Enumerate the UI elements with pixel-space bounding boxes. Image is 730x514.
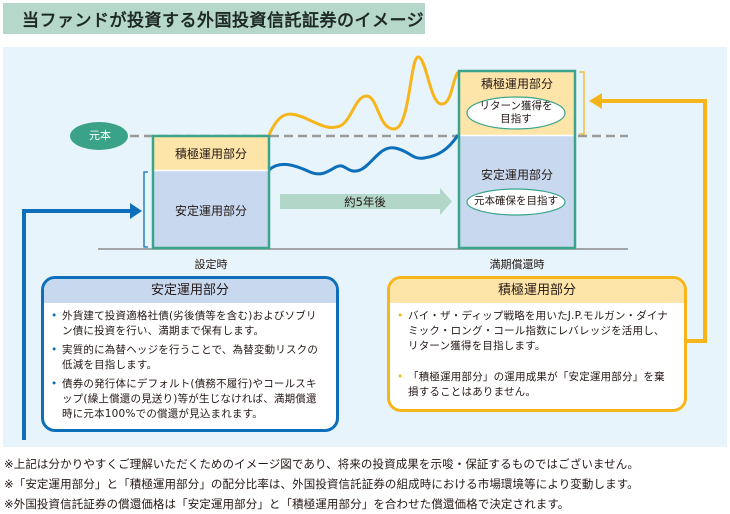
maturity-stable-label: 安定運用部分 — [480, 168, 553, 182]
maturity-active-label: 積極運用部分 — [480, 77, 553, 91]
setup-active-block — [153, 136, 269, 170]
list-item: •バイ・ザ・ディップ戦略を用いたJ.P.モルガン・ダイナミック・ロング・コール指… — [397, 310, 669, 352]
return-goal-label: リターン獲得を 目指す — [467, 100, 565, 126]
list-item: •「積極運用部分」の運用成果が「安定運用部分」を棄損することはありません。 — [397, 371, 665, 398]
setup-stable-label: 安定運用部分 — [174, 204, 247, 218]
active-growth-line — [267, 55, 460, 136]
return-goal-line-1: リターン獲得を — [479, 100, 553, 112]
list-item: •外貨建て投資適格社債(劣後債等を含む)およびソブリン債に投資を行い、満期まで保… — [51, 310, 317, 337]
bullet-icon: • — [51, 378, 58, 390]
footnotes: ※上記は分かりやすくご理解いただくためのイメージ図であり、将来の投資成果を示唆・… — [4, 454, 730, 514]
period-arrow — [280, 188, 452, 215]
active-arrow-head — [589, 93, 602, 109]
footnote: ※外国投資信託証券の償還価格は「安定運用部分」と「積極運用部分」を合わせた償還価… — [4, 497, 570, 511]
list-item: •債券の発行体にデフォルト(債務不履行)やコールスキップ(繰上償還の見送り)等が… — [51, 378, 317, 420]
principal-goal-label: 元本確保を目指す — [474, 195, 558, 207]
active-info-box: 積極運用部分 •バイ・ザ・ディップ戦略を用いたJ.P.モルガン・ダイナミック・ロ… — [387, 276, 687, 412]
setup-active-label: 積極運用部分 — [174, 147, 247, 161]
return-goal-line-2: 目指す — [500, 113, 532, 125]
bullet-icon: • — [397, 310, 404, 322]
setup-box-border — [151, 134, 271, 250]
return-goal-oval — [466, 96, 566, 130]
stable-arrow-head — [130, 203, 142, 219]
maturity-time-label: 満期償還時 — [489, 258, 545, 271]
active-info-heading: 積極運用部分 — [390, 279, 684, 303]
page-title: 当ファンドが投資する外国投資信託証券のイメージ — [22, 11, 425, 31]
stable-growth-line — [267, 134, 460, 176]
stable-info-heading: 安定運用部分 — [44, 279, 336, 303]
principal-goal-oval — [466, 188, 566, 216]
period-label: 約5年後 — [344, 195, 386, 209]
maturity-box-border — [457, 69, 577, 250]
active-feedback-arrow — [600, 99, 707, 343]
stable-bracket — [143, 171, 148, 248]
bullet-icon: • — [397, 371, 404, 383]
footnote: ※「安定運用部分」と「積極運用部分」の配分比率は、外国投資信託証券の組成時におけ… — [4, 477, 639, 491]
active-bracket — [579, 71, 585, 135]
list-item: •実質的に為替ヘッジを行うことで、為替変動リスクの低減を目指します。 — [51, 344, 319, 371]
active-info-list: •バイ・ザ・ディップ戦略を用いたJ.P.モルガン・ダイナミック・ロング・コール指… — [390, 303, 684, 400]
stable-feedback-arrow — [22, 209, 132, 440]
bullet-icon: • — [51, 310, 58, 322]
stable-info-box: 安定運用部分 •外貨建て投資適格社債(劣後債等を含む)およびソブリン債に投資を行… — [41, 276, 339, 432]
footnote: ※上記は分かりやすくご理解いただくためのイメージ図であり、将来の投資成果を示唆・… — [4, 457, 639, 471]
bullet-icon: • — [51, 344, 58, 356]
title-bar — [3, 3, 425, 34]
stable-info-list: •外貨建て投資適格社債(劣後債等を含む)およびソブリン債に投資を行い、満期まで保… — [44, 303, 336, 422]
setup-stable-block — [153, 171, 269, 248]
principal-oval — [70, 122, 128, 150]
principal-label: 元本 — [89, 129, 111, 142]
setup-time-label: 設定時 — [194, 258, 228, 271]
